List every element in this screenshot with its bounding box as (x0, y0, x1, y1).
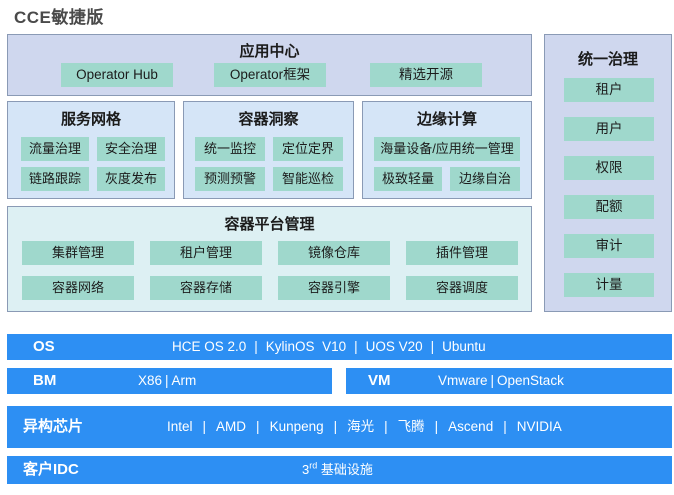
os-bar: OS HCE OS 2.0|KylinOS V10|UOS V20|Ubuntu (7, 334, 672, 360)
os-list: HCE OS 2.0|KylinOS V10|UOS V20|Ubuntu (172, 339, 486, 354)
gov-quota-chip: 配额 (564, 195, 654, 219)
governance-panel: 统一治理 租户 用户 权限 配额 审计 计量 (544, 34, 672, 312)
vm-item: OpenStack (497, 373, 564, 388)
chip-bar: 异构芯片 Intel|AMD|Kunpeng|海光|飞腾|Ascend|NVID… (7, 406, 672, 448)
chip-label: 异构芯片 (23, 418, 84, 435)
container-insight-title: 容器洞察 (238, 111, 299, 128)
service-mesh-panel: 服务网格 流量治理 安全治理 链路跟踪 灰度发布 (7, 101, 175, 199)
gov-metering-chip: 计量 (564, 273, 654, 297)
os-item: UOS V20 (365, 339, 423, 354)
app-center-title: 应用中心 (239, 43, 300, 60)
container-engine-chip: 容器引擎 (278, 276, 390, 300)
app-center-panel: 应用中心 Operator Hub Operator框架 精选开源 (7, 34, 532, 96)
edge-compute-title: 边缘计算 (416, 111, 477, 128)
plugin-mgmt-chip: 插件管理 (406, 241, 518, 265)
image-repo-chip: 镜像仓库 (278, 241, 390, 265)
chip-item: 海光 (347, 419, 375, 434)
canary-release-chip: 灰度发布 (97, 167, 165, 191)
edge-compute-panel: 边缘计算 海量设备/应用统一管理 极致轻量 边缘自治 (362, 101, 532, 199)
container-network-chip: 容器网络 (22, 276, 134, 300)
page-title: CCE敏捷版 (14, 8, 104, 27)
vm-label: VM (368, 372, 391, 389)
vm-bar: VM Vmware|OpenStack (346, 368, 672, 394)
vm-item: Vmware (438, 373, 488, 388)
chip-item: 飞腾 (397, 419, 425, 434)
gov-tenant-chip: 租户 (564, 78, 654, 102)
os-item: KylinOS V10 (265, 339, 347, 354)
ultra-lightweight-chip: 极致轻量 (374, 167, 442, 191)
vm-list: Vmware|OpenStack (438, 373, 564, 388)
edge-autonomy-chip: 边缘自治 (450, 167, 520, 191)
bm-item: X86 (138, 373, 163, 388)
gov-user-chip: 用户 (564, 117, 654, 141)
container-storage-chip: 容器存储 (150, 276, 262, 300)
trace-tracking-chip: 链路跟踪 (21, 167, 89, 191)
device-app-unified-mgmt-chip: 海量设备/应用统一管理 (374, 137, 520, 161)
chip-item: Ascend (448, 419, 494, 434)
smart-inspection-chip: 智能巡检 (273, 167, 343, 191)
platform-mgmt-title: 容器平台管理 (224, 216, 315, 233)
predict-warning-chip: 预测预警 (195, 167, 265, 191)
gov-audit-chip: 审计 (564, 234, 654, 258)
cluster-mgmt-chip: 集群管理 (22, 241, 134, 265)
service-mesh-title: 服务网格 (60, 111, 121, 128)
operator-hub-chip: Operator Hub (61, 63, 173, 87)
idc-infra-text: 3rd 基础设施 (302, 460, 373, 477)
os-item: HCE OS 2.0 (172, 339, 247, 354)
traffic-governance-chip: 流量治理 (21, 137, 89, 161)
idc-bar: 客户IDC 3rd 基础设施 (7, 456, 672, 484)
bm-item: Arm (171, 373, 197, 388)
chip-item: NVIDIA (516, 419, 562, 434)
os-item: Ubuntu (442, 339, 486, 354)
gov-permission-chip: 权限 (564, 156, 654, 180)
container-insight-panel: 容器洞察 统一监控 定位定界 预测预警 智能巡检 (183, 101, 354, 199)
bm-list: X86|Arm (138, 373, 197, 388)
container-scheduling-chip: 容器调度 (406, 276, 518, 300)
os-label: OS (33, 338, 55, 355)
curated-opensource-chip: 精选开源 (370, 63, 482, 87)
platform-mgmt-panel: 容器平台管理 集群管理 租户管理 镜像仓库 插件管理 容器网络 容器存储 容器引… (7, 206, 532, 312)
idc-label: 客户IDC (23, 461, 79, 478)
chip-item: Kunpeng (269, 419, 324, 434)
chip-item: Intel (167, 419, 193, 434)
tenant-mgmt-chip: 租户管理 (150, 241, 262, 265)
security-governance-chip: 安全治理 (97, 137, 165, 161)
fault-locate-chip: 定位定界 (273, 137, 343, 161)
unified-monitor-chip: 统一监控 (195, 137, 265, 161)
chip-item: AMD (216, 419, 247, 434)
governance-title: 统一治理 (577, 51, 638, 68)
bm-label: BM (33, 372, 57, 389)
chip-list: Intel|AMD|Kunpeng|海光|飞腾|Ascend|NVIDIA (167, 419, 562, 434)
operator-framework-chip: Operator框架 (214, 63, 326, 87)
bm-bar: BM X86|Arm (7, 368, 332, 394)
